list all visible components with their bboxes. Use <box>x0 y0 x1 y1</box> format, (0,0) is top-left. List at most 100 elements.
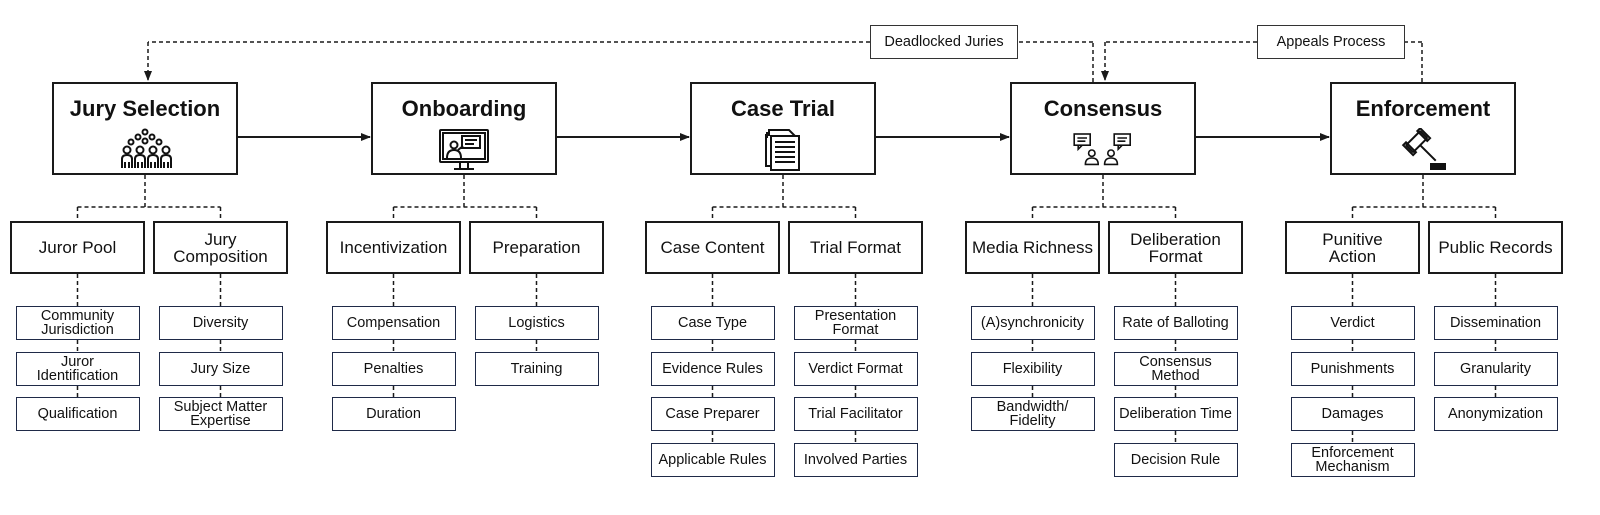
item-enforcement-mechanism: Enforcement Mechanism <box>1290 443 1415 477</box>
item-label: Subject Matter Expertise <box>173 399 268 429</box>
item-label: Dissemination <box>1449 315 1542 331</box>
item-label: Verdict <box>1330 315 1375 331</box>
item-label: Diversity <box>192 315 249 331</box>
stage-title: Case Trial <box>731 96 835 121</box>
category-trial-format: Trial Format <box>788 221 923 274</box>
category-jury-composition: Jury Composition <box>153 221 288 274</box>
category-label: Case Content <box>660 238 765 257</box>
item-label: Case Preparer <box>665 406 760 422</box>
item-damages: Damages <box>1290 397 1415 431</box>
item-logistics: Logistics <box>474 306 599 340</box>
item-a-synchronicity: (A)synchronicity <box>970 306 1095 340</box>
stage-case-trial: Case Trial <box>690 82 876 175</box>
category-label: Punitive Action <box>1322 229 1383 266</box>
item-case-preparer: Case Preparer <box>650 397 775 431</box>
documents-icon <box>751 128 815 172</box>
category-incentivization: Incentivization <box>326 221 461 274</box>
gavel-icon <box>1391 128 1455 172</box>
item-label: Involved Parties <box>803 452 908 468</box>
item-bandwidth-fidelity: Bandwidth/ Fidelity <box>970 397 1095 431</box>
deadlocked-juries-label: Deadlocked Juries <box>870 25 1018 59</box>
stage-title: Enforcement <box>1355 96 1491 121</box>
category-public-records: Public Records <box>1428 221 1563 274</box>
item-rate-of-balloting: Rate of Balloting <box>1113 306 1238 340</box>
item-label: Juror Identification <box>36 354 119 384</box>
item-verdict-format: Verdict Format <box>793 352 918 386</box>
stage-title: Onboarding <box>401 96 527 121</box>
item-label: Damages <box>1321 406 1384 422</box>
category-media-richness: Media Richness <box>965 221 1100 274</box>
item-label: Evidence Rules <box>662 361 763 377</box>
category-punitive-action: Punitive Action <box>1285 221 1420 274</box>
category-label: Deliberation Format <box>1130 229 1221 266</box>
item-flexibility: Flexibility <box>970 352 1095 386</box>
category-label: Jury Composition <box>173 229 268 266</box>
item-consensus-method: Consensus Method <box>1113 352 1238 386</box>
category-label: Juror Pool <box>38 238 117 257</box>
stage-consensus: Consensus <box>1010 82 1196 175</box>
category-label: Incentivization <box>339 238 448 257</box>
item-jury-size: Jury Size <box>158 352 283 386</box>
item-label: Rate of Balloting <box>1122 315 1229 331</box>
stage-onboarding: Onboarding <box>371 82 557 175</box>
item-label: Anonymization <box>1447 406 1544 422</box>
item-juror-identification: Juror Identification <box>15 352 140 386</box>
item-decision-rule: Decision Rule <box>1113 443 1238 477</box>
item-granularity: Granularity <box>1433 352 1558 386</box>
category-preparation: Preparation <box>469 221 604 274</box>
appeals-process-label: Appeals Process <box>1257 25 1405 59</box>
deadlocked-juries-text: Deadlocked Juries <box>884 34 1004 50</box>
stage-title: Jury Selection <box>69 96 221 121</box>
item-label: Granularity <box>1460 361 1531 377</box>
item-deliberation-time: Deliberation Time <box>1113 397 1238 431</box>
item-label: Verdict Format <box>808 361 903 377</box>
item-anonymization: Anonymization <box>1433 397 1558 431</box>
item-involved-parties: Involved Parties <box>793 443 918 477</box>
item-case-type: Case Type <box>650 306 775 340</box>
category-deliberation-format: Deliberation Format <box>1108 221 1243 274</box>
item-label: (A)synchronicity <box>980 315 1085 331</box>
stage-jury-selection: Jury Selection <box>52 82 238 175</box>
people-group-icon <box>113 128 177 172</box>
item-duration: Duration <box>331 397 456 431</box>
item-dissemination: Dissemination <box>1433 306 1558 340</box>
item-qualification: Qualification <box>15 397 140 431</box>
item-label: Flexibility <box>1002 361 1063 377</box>
item-label: Training <box>510 361 563 377</box>
item-label: Presentation Format <box>814 308 897 338</box>
item-label: Jury Size <box>190 361 251 377</box>
item-compensation: Compensation <box>331 306 456 340</box>
monitor-presentation-icon <box>432 128 496 172</box>
item-label: Bandwidth/ Fidelity <box>996 399 1069 429</box>
category-label: Trial Format <box>810 238 901 257</box>
category-label: Media Richness <box>972 238 1093 257</box>
item-verdict: Verdict <box>1290 306 1415 340</box>
item-training: Training <box>474 352 599 386</box>
item-label: Logistics <box>508 315 565 331</box>
item-label: Penalties <box>363 361 424 377</box>
item-label: Punishments <box>1310 361 1395 377</box>
stage-title: Consensus <box>1043 96 1163 121</box>
item-diversity: Diversity <box>158 306 283 340</box>
item-subject-matter-expertise: Subject Matter Expertise <box>158 397 283 431</box>
item-penalties: Penalties <box>331 352 456 386</box>
category-label: Public Records <box>1438 238 1553 257</box>
item-label: Duration <box>366 406 421 422</box>
discussion-people-icon <box>1071 128 1135 172</box>
item-label: Community Jurisdiction <box>40 308 115 338</box>
item-label: Case Type <box>677 315 748 331</box>
item-label: Enforcement Mechanism <box>1311 445 1394 475</box>
item-label: Qualification <box>37 406 118 422</box>
item-community-jurisdiction: Community Jurisdiction <box>15 306 140 340</box>
item-trial-facilitator: Trial Facilitator <box>793 397 918 431</box>
stage-enforcement: Enforcement <box>1330 82 1516 175</box>
appeals-process-text: Appeals Process <box>1276 34 1386 50</box>
item-presentation-format: Presentation Format <box>793 306 918 340</box>
item-label: Decision Rule <box>1130 452 1221 468</box>
item-label: Compensation <box>346 315 441 331</box>
category-case-content: Case Content <box>645 221 780 274</box>
category-juror-pool: Juror Pool <box>10 221 145 274</box>
item-applicable-rules: Applicable Rules <box>650 443 775 477</box>
